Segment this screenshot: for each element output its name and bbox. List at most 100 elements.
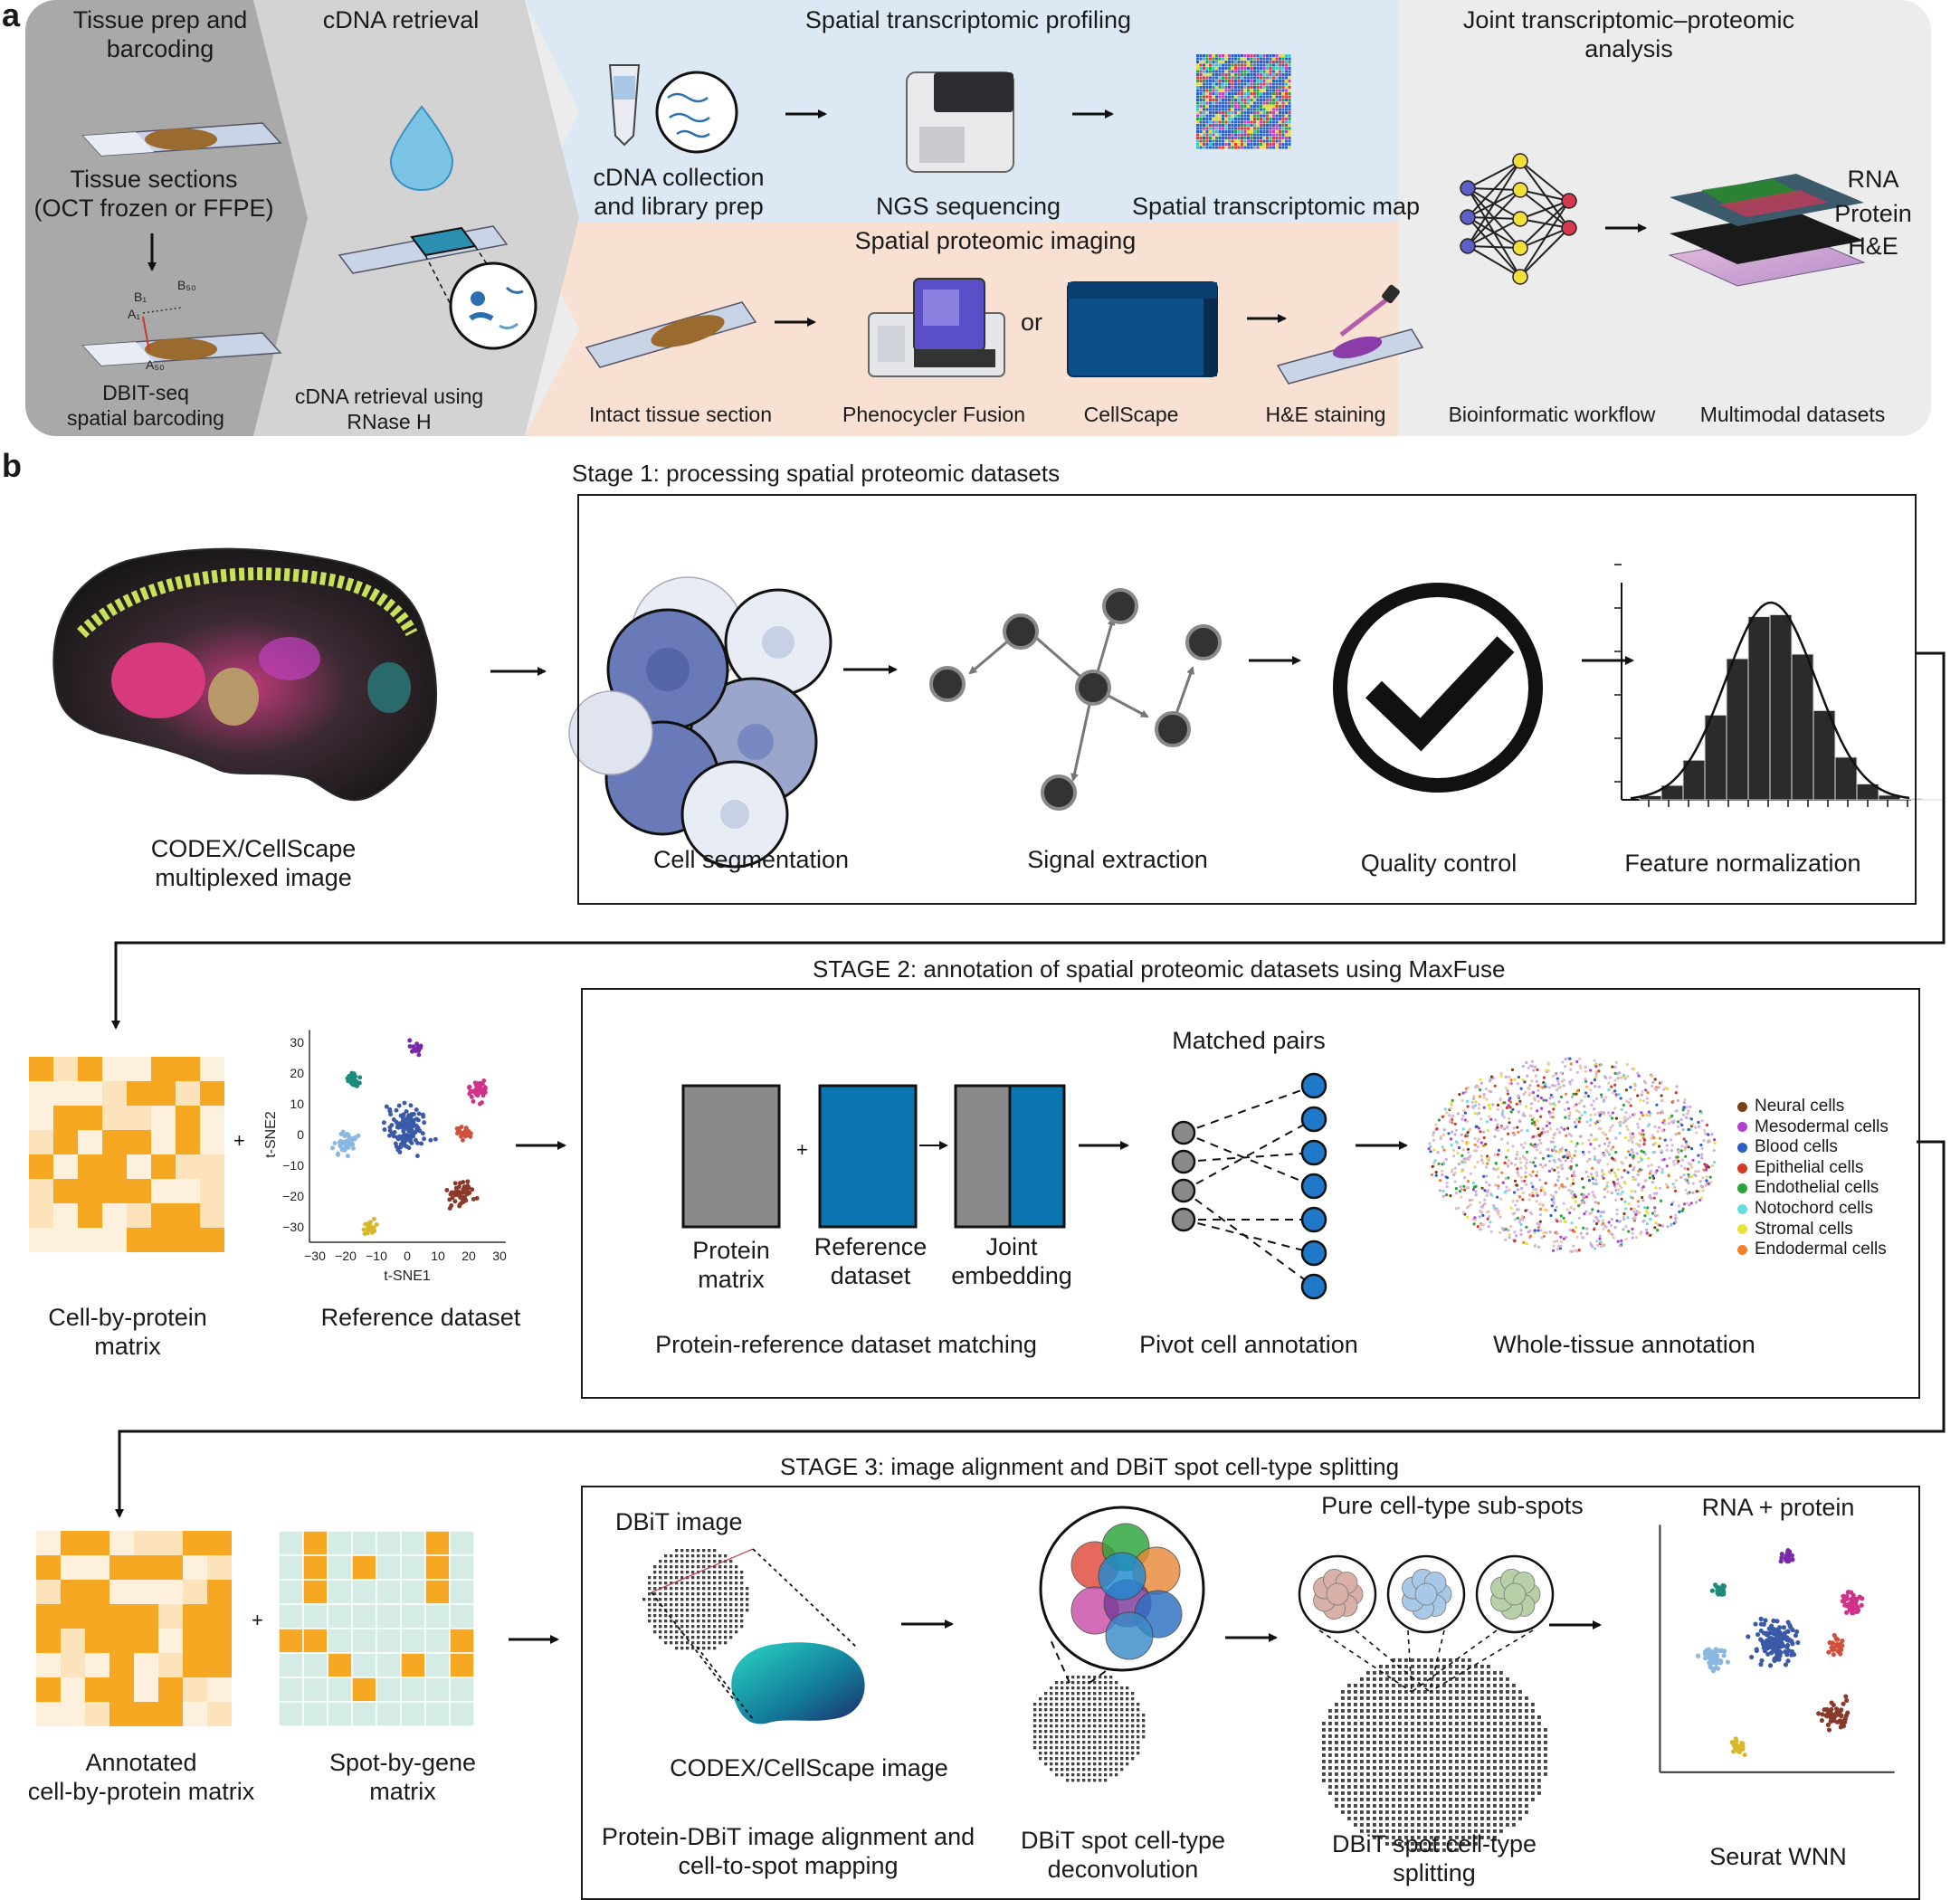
plus-sign: +	[252, 1609, 263, 1631]
he-staining-label: H&E staining	[1249, 402, 1403, 427]
or-label: or	[1004, 308, 1059, 337]
svg-text:0: 0	[297, 1127, 304, 1142]
reference-dataset-label: Reference dataset	[299, 1303, 543, 1332]
codex-label: CODEX/CellScape multiplexed image	[109, 834, 398, 892]
spot-by-gene-matrix-icon	[279, 1531, 474, 1726]
sequencer-icon	[907, 72, 1013, 172]
legend-swatch	[1737, 1122, 1747, 1132]
protein-matrix-label: Protein matrix	[657, 1236, 805, 1294]
section-title-joint: Joint transcriptomic–proteomic analysis	[1412, 5, 1846, 63]
section-title-proteomic: Spatial proteomic imaging	[778, 226, 1213, 255]
spot-by-gene-label: Spot-by-gene matrix	[290, 1748, 516, 1806]
plus-sign: +	[233, 1129, 245, 1152]
legend-item: Endodermal cells	[1737, 1240, 1889, 1260]
legend-label: Epithelial cells	[1755, 1158, 1863, 1179]
step-deconvolution: DBiT spot cell-type deconvolution	[992, 1826, 1254, 1884]
tsne-plot: −30 −20 −10 0 10 20 30 30 20 10 0 −10 −20 −30 t-SNE1 t-…	[263, 1030, 507, 1284]
section-title-cdna-retrieval: cDNA retrieval	[288, 5, 514, 34]
barcode-b50-label: B₅₀	[177, 278, 196, 292]
step-seurat-wnn: Seurat WNN	[1656, 1842, 1900, 1871]
legend-swatch	[1737, 1164, 1747, 1173]
step-image-alignment: Protein-DBiT image alignment and cell-to…	[585, 1822, 992, 1880]
svg-text:−10: −10	[366, 1249, 387, 1263]
svg-text:10: 10	[431, 1249, 445, 1263]
svg-text:−20: −20	[282, 1189, 304, 1203]
annotated-matrix-icon	[36, 1531, 232, 1726]
step-cell-segmentation: Cell segmentation	[615, 845, 887, 874]
step-feature-normalization: Feature normalization	[1598, 849, 1888, 878]
stage1-box	[577, 494, 1917, 905]
legend-item: Epithelial cells	[1737, 1158, 1889, 1179]
legend-item: Notochord cells	[1737, 1199, 1889, 1220]
rna-protein-label: RNA + protein	[1665, 1493, 1891, 1522]
codex-image-label: CODEX/CellScape image	[655, 1753, 963, 1782]
ngs-label: NGS sequencing	[851, 192, 1086, 221]
svg-text:30: 30	[492, 1249, 507, 1263]
tissue-sections-label: Tissue sections (OCT frozen or FFPE)	[18, 165, 290, 223]
section-title-transcriptomic: Spatial transcriptomic profiling	[688, 5, 1249, 34]
panel-b-letter: b	[2, 447, 22, 485]
section-title-tissue-prep: Tissue prep and barcoding	[47, 5, 273, 63]
cell-by-protein-matrix-icon	[29, 1057, 224, 1252]
legend-label: Notochord cells	[1755, 1199, 1873, 1220]
step-signal-extraction: Signal extraction	[973, 845, 1262, 874]
legend-label: Blood cells	[1755, 1137, 1838, 1158]
step-protein-reference-matching: Protein-reference dataset matching	[615, 1330, 1077, 1359]
svg-text:−30: −30	[304, 1249, 326, 1263]
legend-label: Endodermal cells	[1755, 1240, 1887, 1260]
svg-text:0: 0	[404, 1249, 411, 1263]
phenocycler-label: Phenocycler Fusion	[825, 402, 1042, 427]
svg-text:−10: −10	[282, 1158, 304, 1173]
legend-swatch	[1737, 1204, 1747, 1214]
step-pivot-cell-annotation: Pivot cell annotation	[1113, 1330, 1384, 1359]
reference-dataset-block-label: Reference dataset	[796, 1232, 945, 1290]
cellscape-label: CellScape	[1059, 402, 1204, 427]
legend-item: Mesodermal cells	[1737, 1117, 1889, 1138]
dbit-seq-label: DBIT-seq spatial barcoding	[33, 380, 259, 431]
codex-multiplexed-image	[53, 549, 436, 801]
legend-item: Endothelial cells	[1737, 1178, 1889, 1199]
multimodal-label: Multimodal datasets	[1679, 402, 1906, 427]
legend-label: Endothelial cells	[1755, 1178, 1879, 1199]
svg-text:30: 30	[290, 1035, 304, 1050]
svg-text:20: 20	[290, 1066, 304, 1080]
st-map-label: Spatial transcriptomic map	[1104, 192, 1448, 221]
barcode-a1-label: A₁	[128, 307, 140, 321]
barcode-b1-label: B₁	[134, 290, 147, 304]
bioinformatic-label: Bioinformatic workflow	[1430, 402, 1674, 427]
legend-item: Neural cells	[1737, 1097, 1889, 1117]
step-splitting: DBiT spot cell-type splitting	[1303, 1829, 1565, 1887]
cdna-collection-label: cDNA collection and library prep	[561, 163, 796, 221]
cellscape-icon	[1068, 282, 1217, 376]
legend-swatch	[1737, 1245, 1747, 1255]
intact-tissue-label: Intact tissue section	[572, 402, 789, 427]
legend-item: Blood cells	[1737, 1137, 1889, 1158]
cell-by-protein-label: Cell-by-protein matrix	[14, 1303, 241, 1361]
legend-label: Mesodermal cells	[1755, 1117, 1889, 1138]
annotated-matrix-label: Annotated cell-by-protein matrix	[5, 1748, 277, 1806]
legend-item: Stromal cells	[1737, 1220, 1889, 1240]
svg-text:−30: −30	[282, 1220, 304, 1234]
layer-he-label: H&E	[1828, 232, 1918, 261]
layer-protein-label: Protein	[1828, 199, 1918, 228]
barcode-a50-label: A₅₀	[146, 357, 165, 372]
stage2-title: STAGE 2: annotation of spatial proteomic…	[813, 955, 1505, 983]
legend-swatch	[1737, 1143, 1747, 1153]
pure-subspots-label: Pure cell-type sub-spots	[1285, 1491, 1620, 1520]
svg-text:t-SNE1: t-SNE1	[384, 1268, 431, 1284]
cdna-rnase-label: cDNA retrieval using RNase H	[271, 384, 507, 434]
svg-text:−20: −20	[335, 1249, 357, 1263]
legend-label: Neural cells	[1755, 1097, 1844, 1117]
layer-rna-label: RNA	[1828, 165, 1918, 194]
stage3-title: STAGE 3: image alignment and DBiT spot c…	[780, 1453, 1399, 1481]
matched-pairs-label: Matched pairs	[1122, 1026, 1375, 1055]
dbit-image-label: DBiT image	[615, 1507, 760, 1536]
stage1-title: Stage 1: processing spatial proteomic da…	[572, 460, 1060, 488]
legend-swatch	[1737, 1183, 1747, 1193]
svg-text:t-SNE2: t-SNE2	[263, 1111, 279, 1158]
legend-label: Stromal cells	[1755, 1220, 1853, 1240]
svg-text:10: 10	[290, 1097, 304, 1111]
svg-text:20: 20	[461, 1249, 476, 1263]
legend-swatch	[1737, 1224, 1747, 1234]
